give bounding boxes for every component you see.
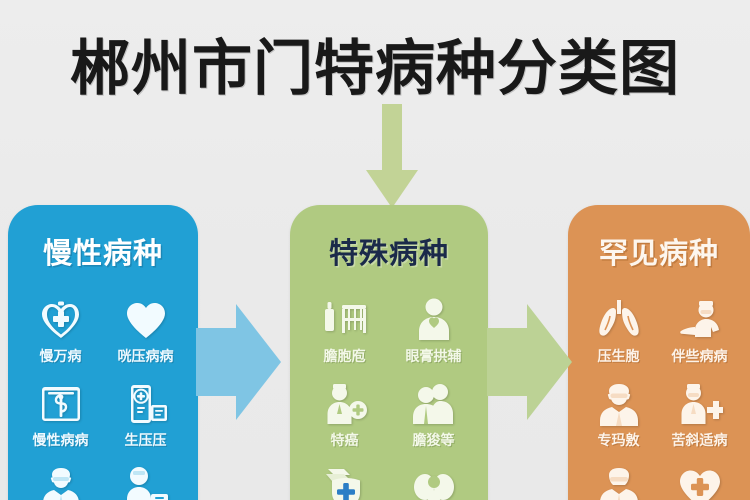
list-item[interactable] [103,465,188,500]
list-item-label: 特癌 [330,432,359,448]
arrow-tail [487,328,529,396]
torso-heart-icon [411,297,457,343]
list-item-label: 生压压 [124,432,167,448]
list-item[interactable]: 压生胞 [578,297,659,365]
panel-special[interactable]: 特殊病种 [290,205,488,500]
list-item[interactable]: 生压压 [103,381,188,449]
list-item[interactable]: 膽狻等 [389,381,478,449]
panel-rare-title: 罕见病种 [598,238,719,270]
list-item[interactable]: 慢万病 [18,297,103,365]
list-item-label: 伴些病病 [671,348,728,364]
list-item[interactable] [389,465,478,500]
arrow-tip [527,304,572,420]
list-item-label: 膽狻等 [412,432,455,448]
doctor-icon [38,465,84,500]
list-item[interactable] [300,465,389,500]
list-item[interactable] [578,465,659,500]
panel-chronic[interactable]: 慢性病种 慢万病 咣压 [8,205,198,500]
monitor-caduceus-icon [38,381,84,427]
list-item-label: 咣压病病 [117,348,174,364]
list-item-label: 专玛敫 [597,432,640,448]
list-item[interactable]: 眼膏拱辅 [389,297,478,365]
heart-cross-icon [38,297,84,343]
list-item-label: 眼膏拱辅 [405,348,462,364]
kidney-care-icon [411,465,457,500]
right-arrow-blue-icon [196,304,282,420]
doctor-hand-icon [677,297,723,343]
list-item-label: 慢性病病 [32,432,89,448]
two-people-icon [411,381,457,427]
list-item[interactable] [659,465,740,500]
heart-icon [123,297,169,343]
list-item[interactable]: 伴些病病 [659,297,740,365]
down-arrow-icon [366,104,418,208]
shield-cross-icon [322,465,368,500]
nurse-cross-icon [677,381,723,427]
list-item[interactable] [18,465,103,500]
panel-rare[interactable]: 罕见病种 压生胞 [568,205,750,500]
list-item-label: 慢万病 [39,348,82,364]
doctor-cross-icon [322,381,368,427]
panel-rare-icon-grid: 压生胞 伴些病病 [568,297,750,500]
iv-drip-bed-icon [322,297,368,343]
list-item[interactable]: 慢性病病 [18,381,103,449]
arrow-tail [196,328,238,396]
list-item[interactable]: 苦斜适病 [659,381,740,449]
list-item-label: 苦斜适病 [671,432,728,448]
phone-medical-icon [123,381,169,427]
doctor-coat-icon [596,465,642,500]
lungs-icon [596,297,642,343]
page-title: 郴州市门特病种分类图 [70,35,680,102]
right-arrow-green-icon [487,304,573,420]
panel-chronic-icon-grid: 慢万病 咣压病病 [8,297,198,500]
list-item[interactable]: 膽胞庖 [300,297,389,365]
nurse-clipboard-icon [123,465,169,500]
down-arrow-shaft [382,104,402,174]
arrow-tip [236,304,281,420]
list-item[interactable]: 咣压病病 [103,297,188,365]
panel-chronic-title: 慢性病种 [42,238,163,270]
doctor-mask-icon [596,381,642,427]
down-arrow-head [366,170,418,208]
list-item[interactable]: 特癌 [300,381,389,449]
list-item-label: 压生胞 [597,348,640,364]
list-item[interactable]: 专玛敫 [578,381,659,449]
list-item-label: 膽胞庖 [323,348,366,364]
panel-special-title: 特殊病种 [328,238,449,270]
heart-cross-badge-icon [677,465,723,500]
panel-special-icon-grid: 膽胞庖 眼膏拱辅 [290,297,488,500]
